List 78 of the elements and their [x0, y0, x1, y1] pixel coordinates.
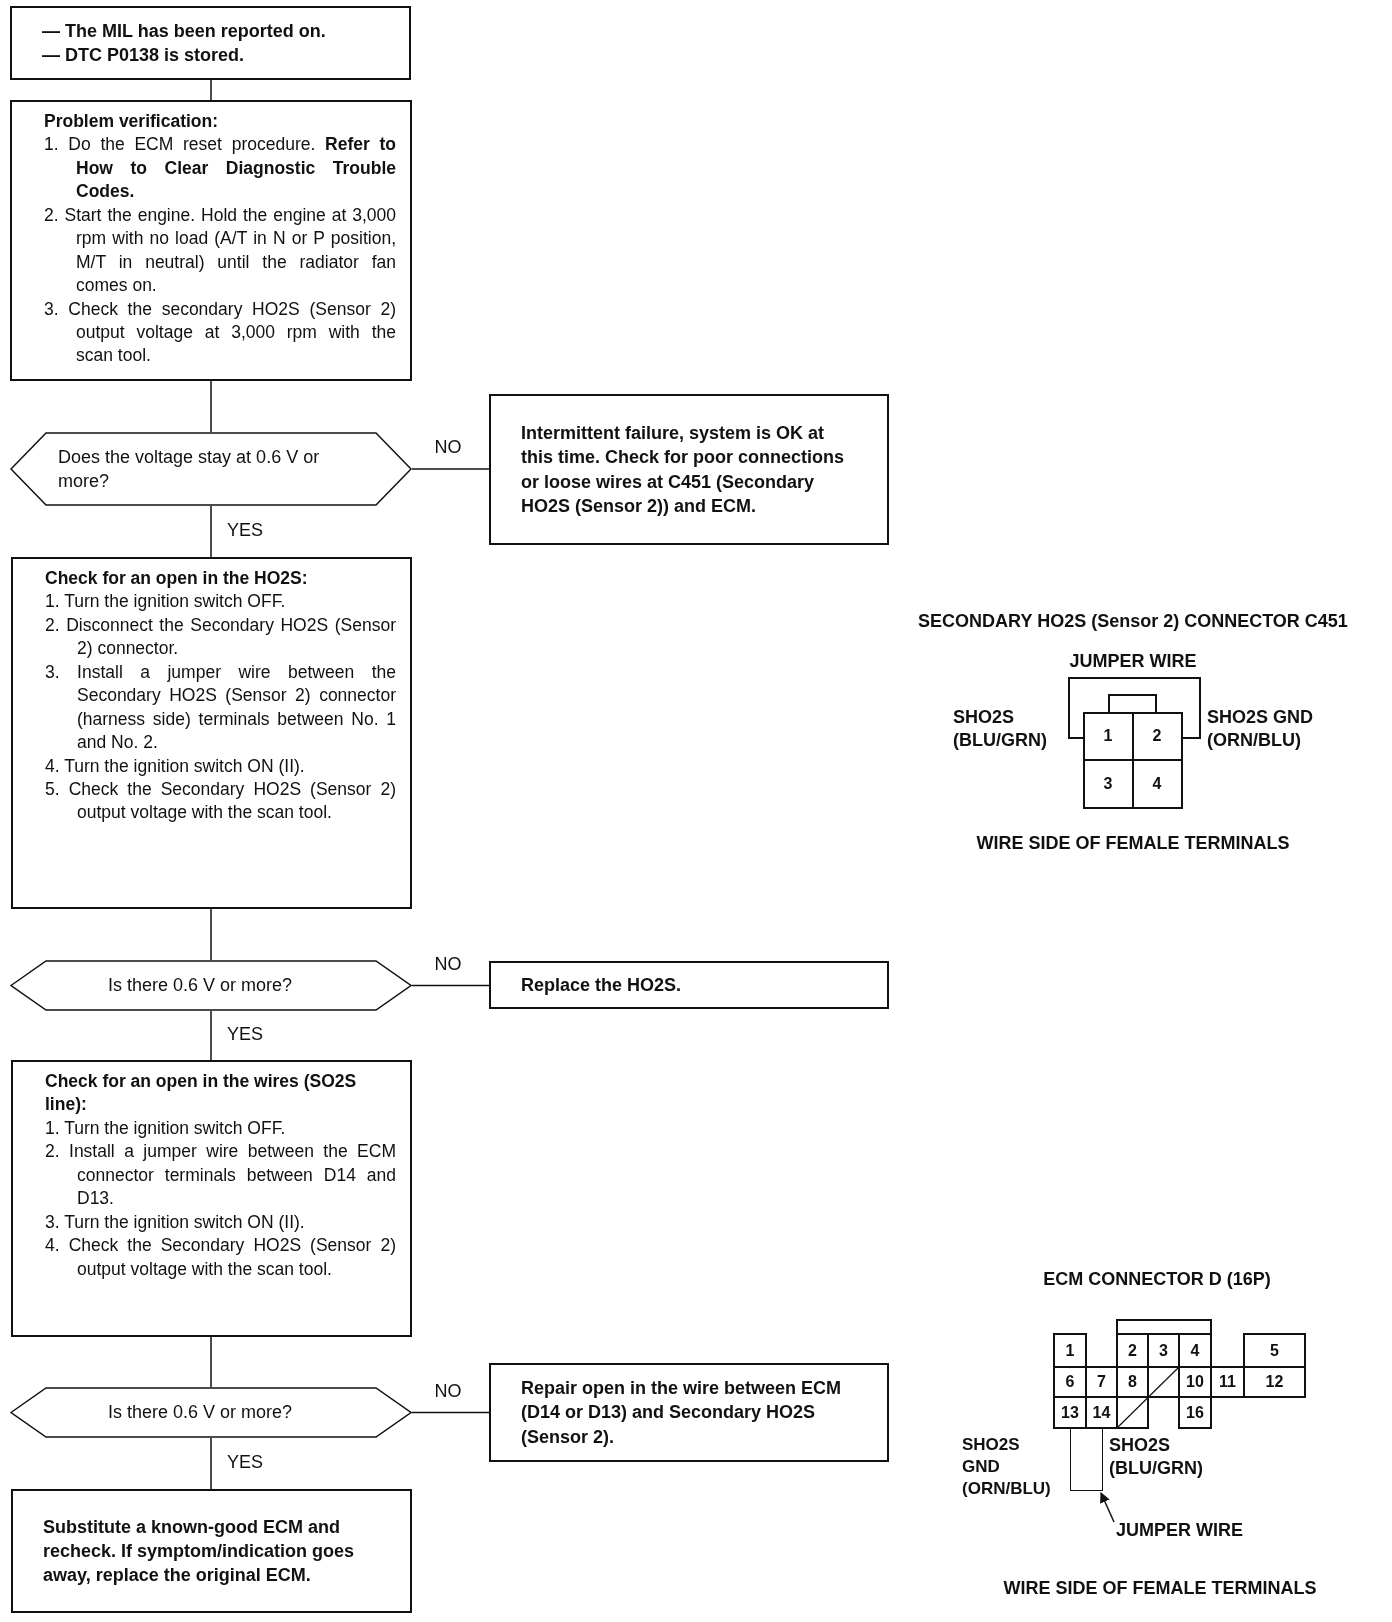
process-box [11, 1060, 412, 1337]
result-box [489, 961, 889, 1010]
connector-label: SHO2S GND (ORN/BLU) [962, 1434, 1052, 1501]
step-text: 2. Install a jumper wire between the ECM connector terminals between D14 and D13. [45, 1140, 396, 1211]
connector-label: JUMPER WIRE [1068, 650, 1198, 673]
terminal-number: 13 [1060, 1402, 1080, 1423]
terminal-number: 4 [1189, 1340, 1201, 1361]
step-text: 5. Check the Secondary HO2S (Sensor 2) output voltage with the scan tool. [45, 777, 396, 825]
connector-label: WIRE SIDE OF FEMALE TERMINALS [975, 832, 1291, 855]
connector-line [210, 1437, 212, 1490]
box-text: Is there 0.6 V or more? [107, 974, 293, 998]
step-text: 2. Start the engine. Hold the engine at 3,000 rpm with no load (A/T in N or P position, M/T in neutral) until the radiator fan comes on. [44, 203, 396, 298]
box-text: — The MIL has been reported on. [42, 19, 327, 43]
edge-label: NO [434, 1380, 462, 1402]
connector-line [411, 984, 490, 987]
terminal-number: 1 [1064, 1340, 1076, 1361]
terminal-number: 7 [1096, 1372, 1107, 1392]
box-text: Replace the HO2S. [521, 974, 683, 997]
connector-line [411, 1411, 490, 1414]
terminal-number: 11 [1218, 1372, 1237, 1392]
connector-line [210, 1010, 212, 1061]
connector-title: ECM CONNECTOR D (16P) [1042, 1268, 1272, 1291]
connector-label: SHO2S GND (ORN/BLU) [1207, 706, 1315, 753]
connector-line [210, 79, 212, 101]
box-text: Is there 0.6 V or more? [107, 1401, 293, 1425]
step-text: 1. Turn the ignition switch OFF. [45, 1116, 287, 1140]
terminal-number: 3 [1158, 1340, 1169, 1361]
connector-title: SECONDARY HO2S (Sensor 2) CONNECTOR C451 [917, 610, 1349, 633]
connector-line [210, 505, 212, 558]
edge-label: YES [227, 519, 264, 541]
edge-label: YES [227, 1023, 264, 1045]
step-text: 3. Install a jumper wire between the Secondary HO2S (Sensor 2) connector (harness side) terminals between No. 1 and No. 2. [45, 660, 396, 755]
edge-label: YES [227, 1451, 264, 1473]
box-text: Intermittent failure, system is OK at this time. Check for poor connections or loose wires at C451 (Secondary HO2S (Sensor 2)) and ECM. [521, 421, 846, 518]
connector-label: SHO2S (BLU/GRN) [1109, 1434, 1204, 1481]
step-text: 4. Turn the ignition switch ON (II). [45, 754, 306, 778]
terminal-number: 1 [1102, 726, 1114, 746]
box-text: Does the voltage stay at 0.6 V or more? [58, 445, 321, 493]
step-text: 3. Check the secondary HO2S (Sensor 2) output voltage at 3,000 rpm with the scan tool. [44, 297, 396, 368]
box-heading: Check for an open in the HO2S: [45, 567, 309, 590]
edge-label: NO [434, 953, 462, 975]
connector-line [210, 1336, 212, 1388]
step-text: 1. Turn the ignition switch OFF. [45, 590, 287, 614]
terminal-number: 6 [1064, 1372, 1076, 1392]
box-text: — DTC P0138 is stored. [42, 44, 246, 67]
terminal-number: 3 [1102, 774, 1114, 794]
process-box [11, 557, 412, 909]
step-text: 1. Do the ECM reset procedure. Refer to How to Clear Diagnostic Trouble Codes. [44, 133, 396, 204]
step-text: 3. Turn the ignition switch ON (II). [45, 1210, 306, 1234]
box-heading: Check for an open in the wires (SO2S line): [45, 1070, 358, 1117]
connector-label: WIRE SIDE OF FEMALE TERMINALS [1002, 1577, 1318, 1600]
terminal-number: 8 [1127, 1372, 1138, 1392]
connector-line [210, 380, 212, 433]
connector-line [210, 908, 212, 961]
edge-label: NO [434, 437, 462, 458]
connector-label: SHO2S (BLU/GRN) [953, 706, 1048, 753]
terminal-number: 2 [1127, 1340, 1138, 1361]
callout-text: JUMPER WIRE [1116, 1520, 1244, 1541]
terminal-number: 16 [1185, 1402, 1205, 1423]
result-box [489, 394, 889, 545]
terminal-number: 10 [1185, 1372, 1205, 1392]
box-text: Repair open in the wire between ECM (D14 or D13) and Secondary HO2S (Sensor 2). [521, 1377, 843, 1449]
terminal-number: 5 [1269, 1340, 1280, 1361]
leader-line [1100, 1492, 1115, 1523]
terminal-number: 12 [1264, 1372, 1285, 1392]
process-box [10, 100, 412, 381]
step-text: 4. Check the Secondary HO2S (Sensor 2) output voltage with the scan tool. [45, 1234, 396, 1281]
result-box [10, 6, 411, 80]
terminal-number: 2 [1151, 726, 1163, 746]
step-text: 2. Disconnect the Secondary HO2S (Sensor 2) connector. [45, 613, 396, 661]
jumper-wire [1070, 1428, 1103, 1491]
terminal-number: 4 [1151, 774, 1163, 794]
result-box [489, 1363, 889, 1462]
terminal-number: 14 [1091, 1402, 1112, 1423]
box-heading: Problem verification: [44, 110, 220, 133]
connector-line [411, 468, 490, 470]
result-box [11, 1489, 412, 1613]
box-text: Substitute a known-good ECM and recheck. If symptom/indication goes away, replace the original ECM. [43, 1515, 356, 1588]
